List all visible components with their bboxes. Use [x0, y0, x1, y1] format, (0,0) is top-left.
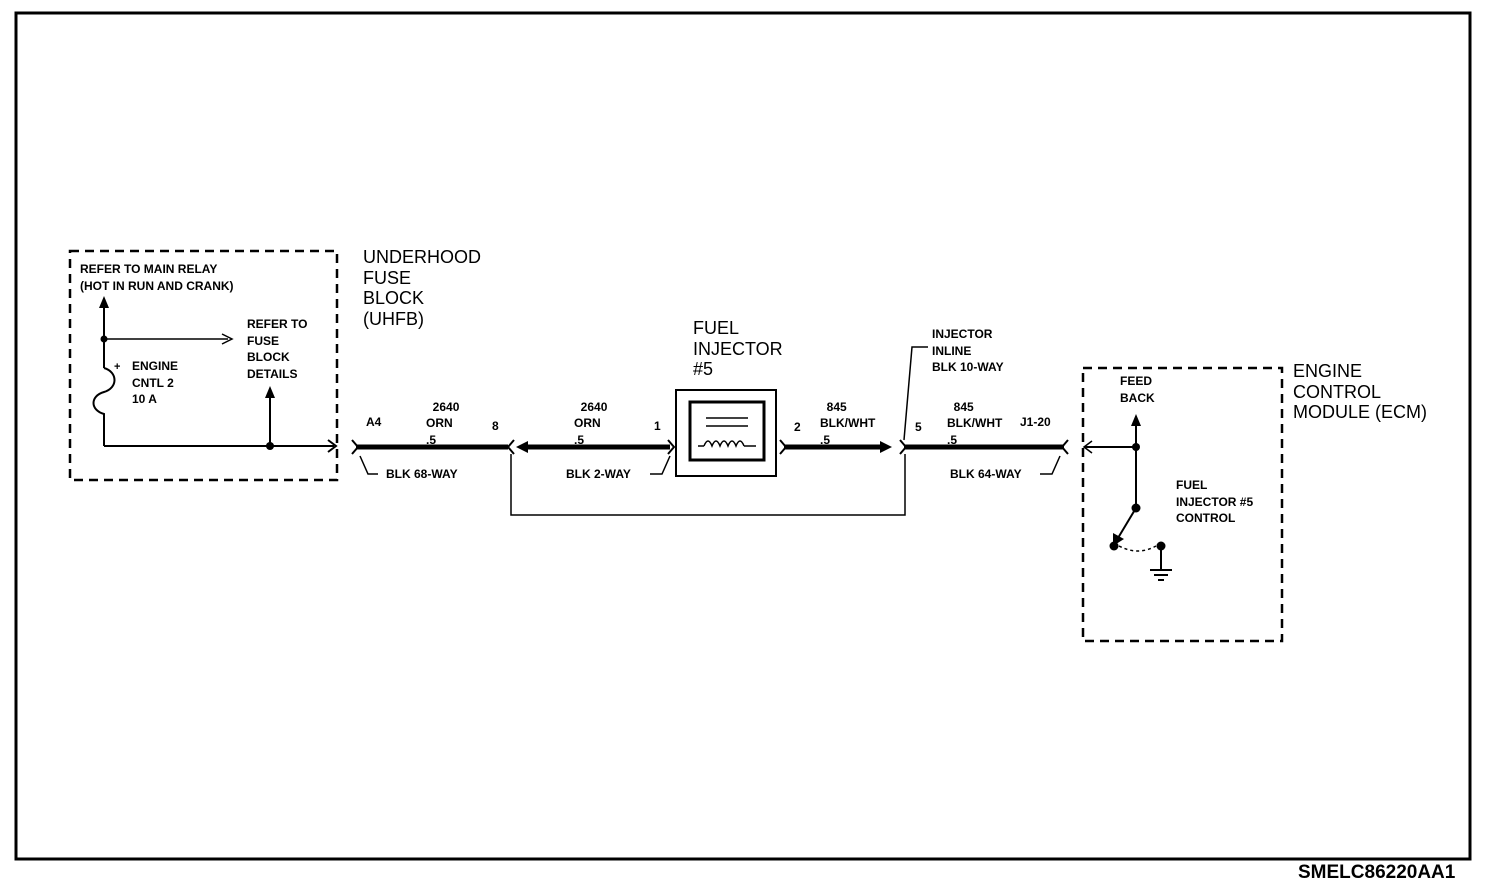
wire-color: BLK/WHT: [947, 416, 1003, 430]
main-relay-reference: REFER TO MAIN RELAY (HOT IN RUN AND CRAN…: [80, 262, 234, 293]
ecm-feedback-label: FEED BACK: [1120, 374, 1155, 405]
main-relay-feed: [99, 296, 109, 368]
fuse-block-details-reference: REFER TO FUSE BLOCK DETAILS: [247, 317, 308, 381]
wire-color: ORN: [574, 416, 601, 430]
blk-2way-leader: [650, 455, 671, 475]
circuit-2640-wire-a: [351, 439, 515, 455]
pin-5: 5: [915, 420, 922, 434]
ecm-internal-circuit: [1082, 414, 1172, 581]
ecm-control-label: FUEL INJECTOR #5 CONTROL: [1176, 478, 1254, 525]
inline-10way-leader: [903, 346, 928, 441]
pin-2: 2: [794, 420, 801, 434]
fuse-block-branch: [104, 333, 234, 345]
wire-gauge: .5: [426, 432, 437, 447]
wire-color: BLK/WHT: [820, 416, 876, 430]
figure-code: SMELC86220AA1: [1298, 862, 1456, 883]
ecm-box: [1081, 366, 1284, 643]
uhfb-box: [68, 249, 339, 482]
pin-j1-20: J1-20: [1020, 415, 1051, 429]
wire-gauge: .5: [574, 432, 585, 447]
blk-68way-label: BLK 68-WAY: [386, 467, 458, 481]
ecm-title: ENGINE CONTROL MODULE (ECM): [1293, 361, 1427, 422]
wire-gauge: .5: [820, 432, 831, 447]
diagram-frame: [14, 11, 1472, 861]
wire-gauge: .5: [947, 432, 958, 447]
blk-64way-leader: [1040, 455, 1061, 475]
pin-a4: A4: [366, 415, 382, 429]
fuse-polarity-mark: +: [114, 361, 121, 373]
connector-shield-loop: [510, 454, 906, 516]
wire-color: ORN: [426, 416, 453, 430]
inline-10way-label: INJECTOR INLINE BLK 10-WAY: [932, 327, 1004, 374]
wire-circuit: 2640: [580, 399, 608, 414]
wire-circuit: 845: [826, 399, 847, 414]
uhfb-title: UNDERHOOD FUSE BLOCK (UHFB): [363, 247, 482, 329]
wire-circuit: 845: [953, 399, 974, 414]
circuit-2640-wire-b: [516, 439, 676, 455]
circuit-845-wire-b: [899, 439, 1069, 455]
pin-1: 1: [654, 419, 661, 433]
pin-8: 8: [492, 419, 499, 433]
fuel-injector-symbol: [675, 389, 777, 477]
blk-2way-label: BLK 2-WAY: [566, 467, 631, 481]
blk-68way-leader: [359, 455, 378, 475]
fuel-injector-title: FUEL INJECTOR #5: [693, 318, 783, 379]
fuse-label: ENGINE CNTL 2 10 A: [132, 359, 179, 406]
uhfb-output-line: [104, 386, 338, 453]
fuse-symbol: [92, 367, 116, 446]
blk-64way-label: BLK 64-WAY: [950, 467, 1022, 481]
wire-circuit: 2640: [432, 399, 460, 414]
circuit-845-wire-a: [779, 439, 892, 455]
